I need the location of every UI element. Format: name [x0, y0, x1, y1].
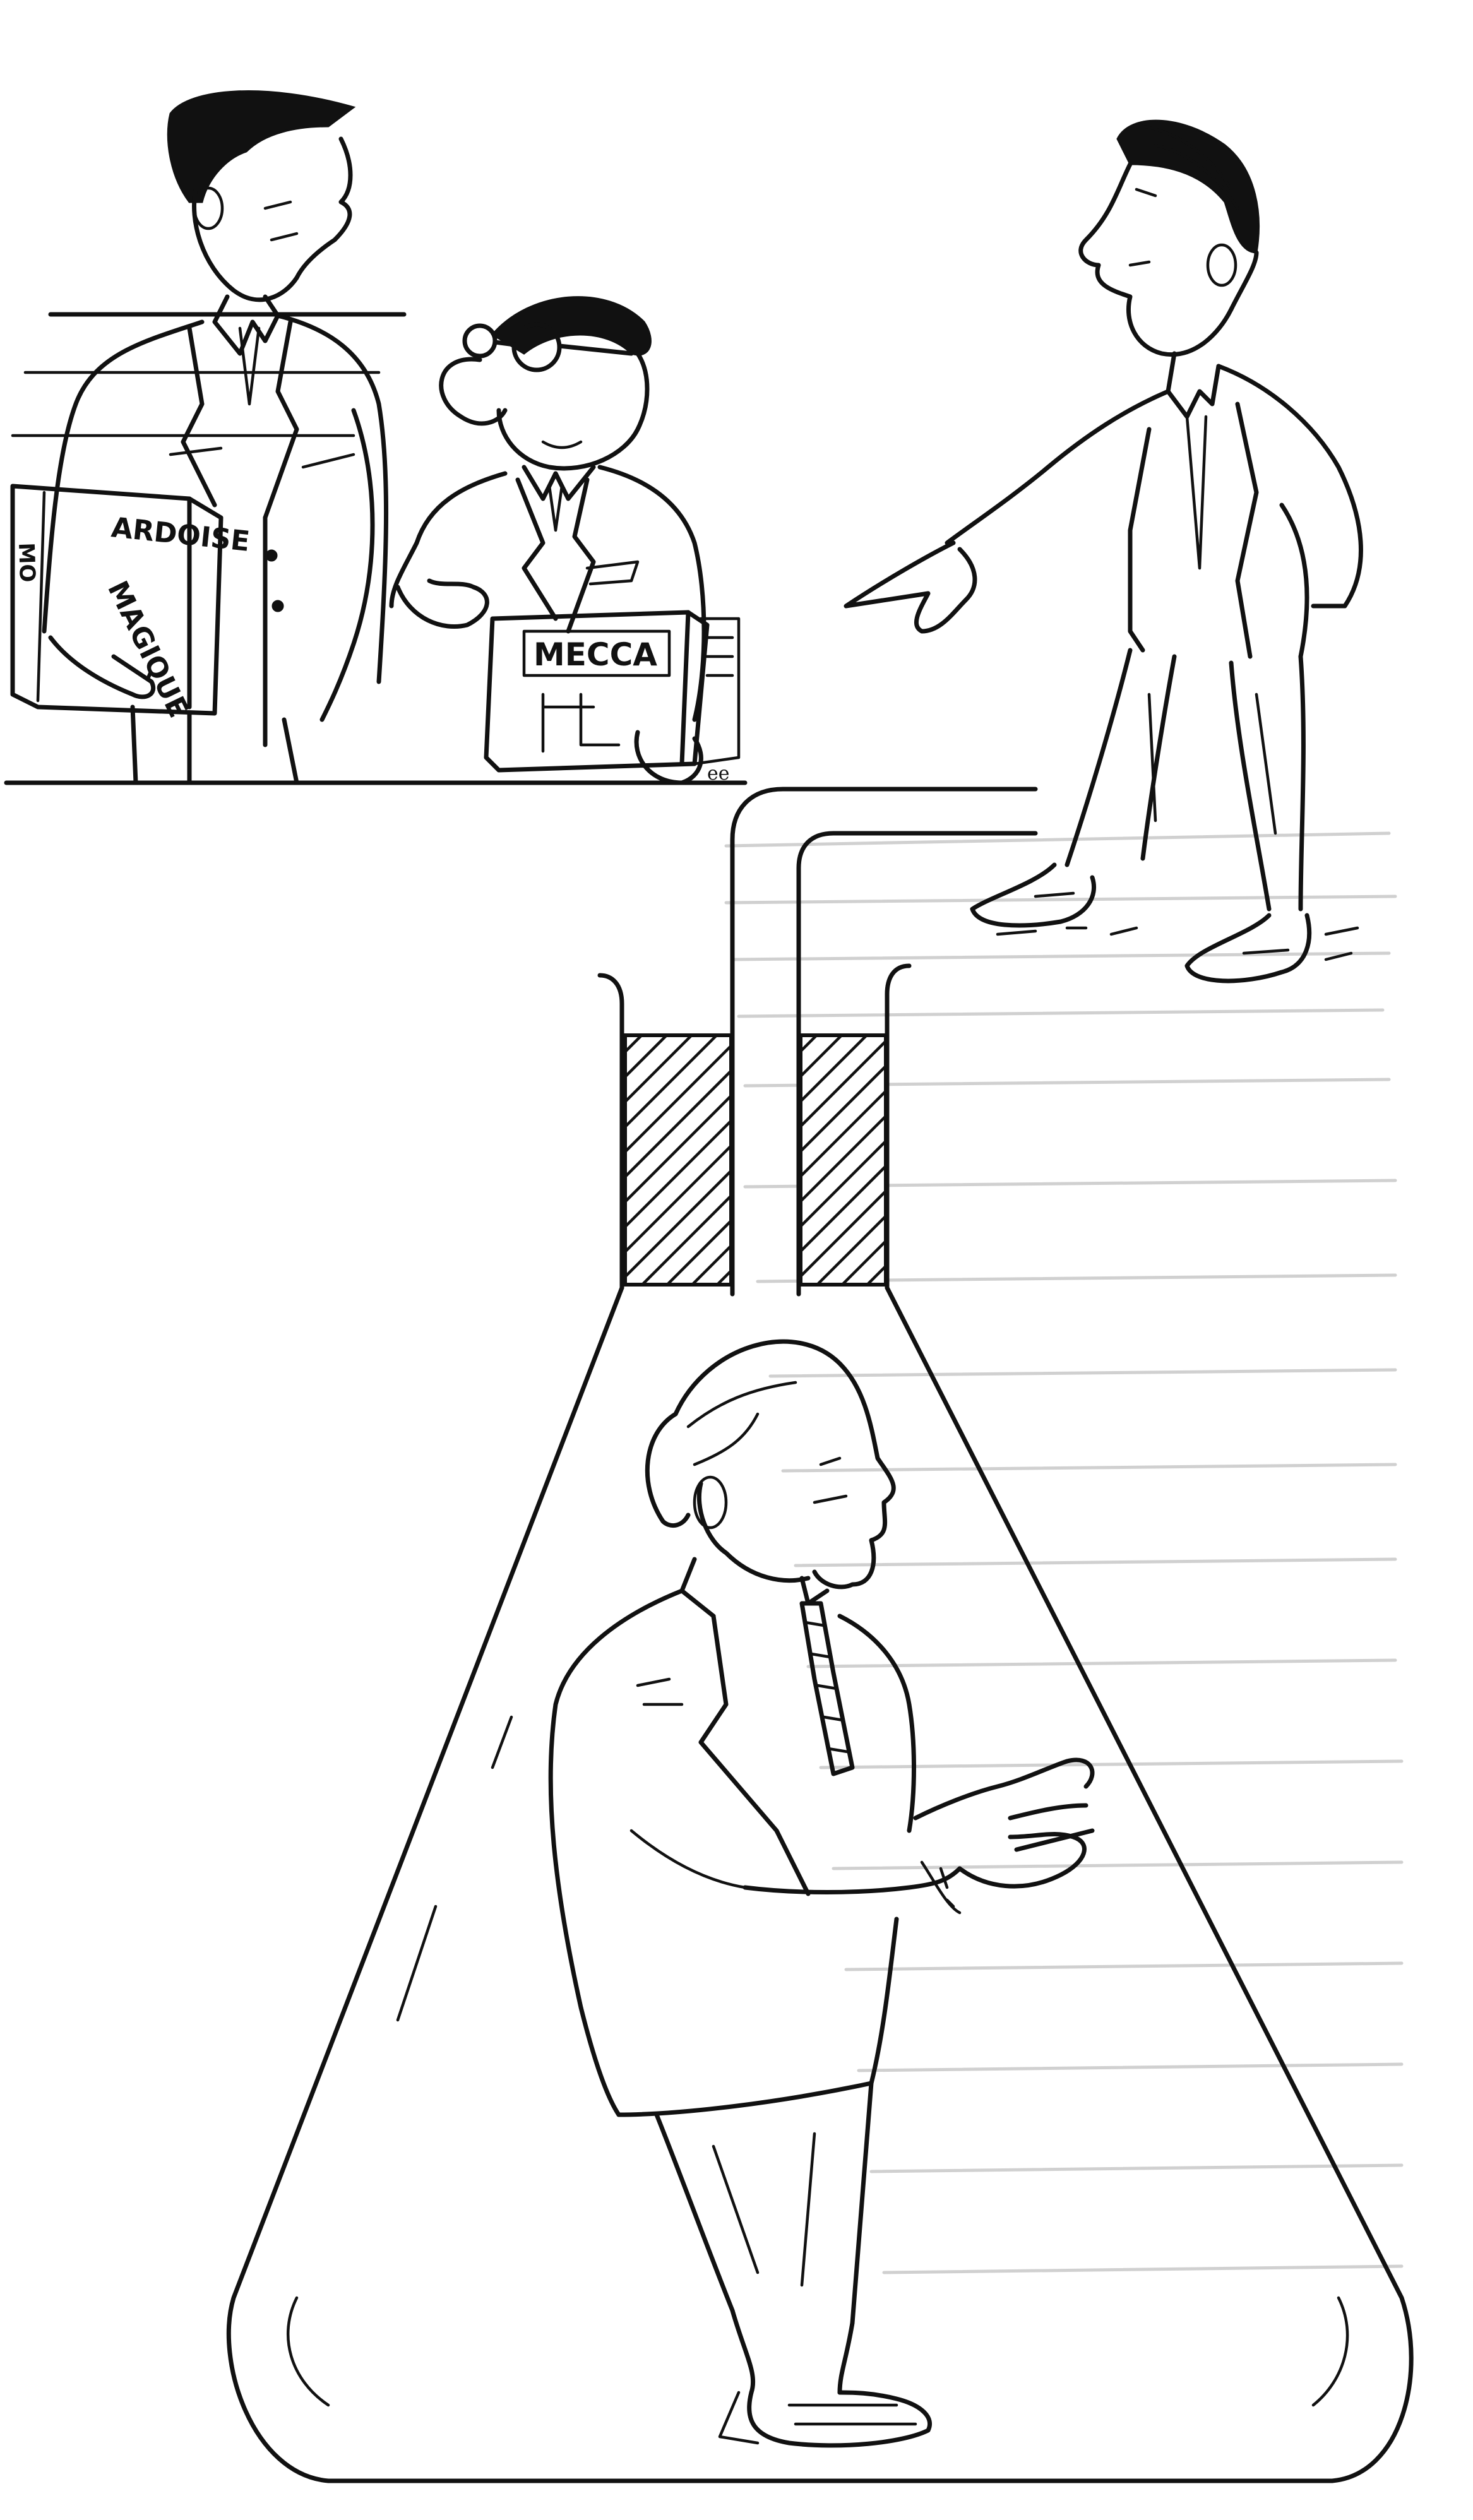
- stopper-left: [623, 1033, 733, 1287]
- striped-tie: [799, 1601, 855, 1776]
- book-title-line2: MAGIQUE: [101, 576, 194, 722]
- box-label: MECCA: [534, 636, 657, 673]
- book-title-line1: ARDOISE: [110, 511, 251, 558]
- artist-signature: ee: [707, 763, 730, 785]
- man-with-ardoise-book: MO ARDOISE MAGIQUE: [10, 90, 389, 785]
- meccano-box: MECCA: [484, 610, 741, 773]
- erlenmeyer-flask: [226, 787, 1414, 2483]
- book-spine-text: MO: [13, 542, 40, 583]
- stopper-right: [799, 1033, 888, 1287]
- man-inside-flask: [548, 1339, 1095, 2448]
- man-pointing: [844, 119, 1363, 984]
- top-left-panel: [4, 312, 748, 785]
- ardoise-magique-book: MO ARDOISE MAGIQUE: [10, 484, 251, 723]
- man-with-meccano-box: MECCA ee: [389, 296, 741, 785]
